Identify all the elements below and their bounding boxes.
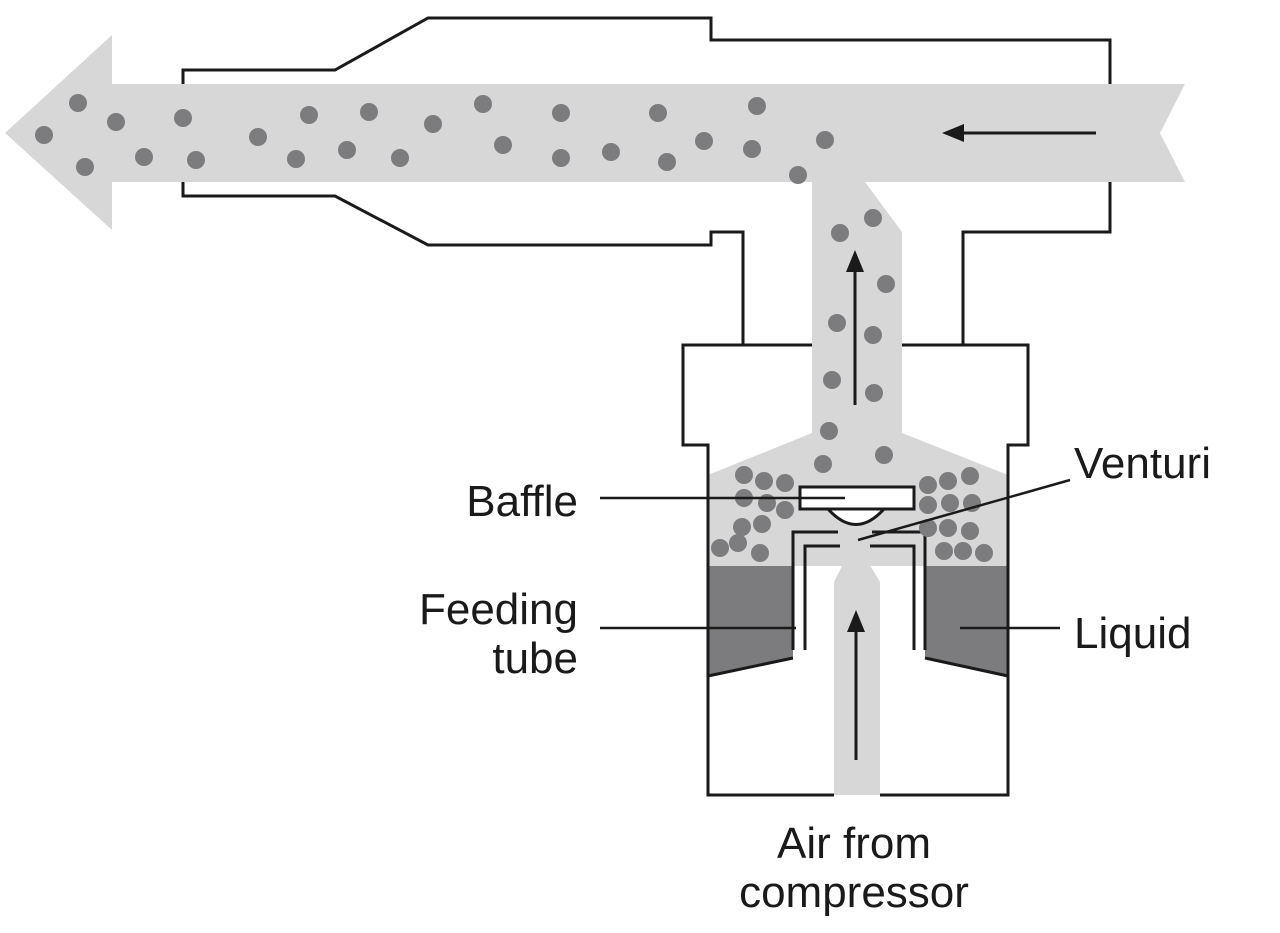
particle [602, 143, 620, 161]
particle [753, 515, 771, 533]
particle [935, 542, 953, 560]
pipe-bottom-outline [181, 182, 745, 345]
particle [939, 472, 957, 490]
air-label-line2: compressor [739, 868, 969, 917]
particle [743, 140, 761, 158]
particle [776, 474, 794, 492]
particle [864, 326, 882, 344]
particle [816, 131, 834, 149]
particle [287, 150, 305, 168]
particle [711, 539, 729, 557]
particle [391, 149, 409, 167]
particle [941, 494, 959, 512]
particle [755, 472, 773, 490]
chamber-right-shoulder [880, 343, 1030, 797]
particle [864, 209, 882, 227]
particle [820, 422, 838, 440]
particle [187, 151, 205, 169]
device-outline [181, 16, 1112, 797]
particle [776, 501, 794, 519]
liquid-bottom-right [924, 656, 1009, 678]
particle [249, 128, 267, 146]
particle [424, 115, 442, 133]
nozzle-inner-right [870, 544, 916, 650]
particle [961, 522, 979, 540]
baffle-dome [824, 507, 888, 526]
aerosol-particles [35, 94, 993, 562]
venturi-leader [857, 478, 1071, 542]
feeding-tube-label-line1: Feeding [419, 585, 578, 634]
particle [789, 166, 807, 184]
particle [35, 126, 53, 144]
particle [338, 141, 356, 159]
particle [814, 455, 832, 473]
particle [831, 224, 849, 242]
particle [877, 275, 895, 293]
particle [735, 466, 753, 484]
particle [300, 106, 318, 124]
feeding-tube-label-line2: tube [492, 634, 578, 683]
air-label-line1: Air from [777, 819, 931, 868]
particle [919, 519, 937, 537]
particle [69, 94, 87, 112]
riser-flow-arrow [846, 250, 864, 405]
particle [695, 132, 713, 150]
venturi-label: Venturi [1074, 439, 1211, 488]
particle [751, 544, 769, 562]
liquid-reservoir [708, 566, 1008, 676]
particle [729, 534, 747, 552]
particle [875, 446, 893, 464]
particle [494, 136, 512, 154]
particle [76, 158, 94, 176]
particle [649, 104, 667, 122]
liquid-left [708, 566, 793, 676]
air-jet-arrow [847, 610, 865, 760]
particle [975, 544, 993, 562]
riser-stream [812, 182, 902, 445]
leader-lines [600, 478, 1071, 630]
feeding-tube-outline [791, 530, 838, 650]
particle [919, 476, 937, 494]
liquid-right [925, 566, 1008, 676]
main-flow-arrow [942, 124, 1096, 142]
particle [823, 371, 841, 389]
baffle [798, 485, 916, 526]
flow-arrows [846, 124, 1096, 760]
liquid-bottom-left [707, 656, 794, 678]
particle [552, 104, 570, 122]
particle [954, 542, 972, 560]
particle [828, 314, 846, 332]
particle [658, 153, 676, 171]
chamber-left-shoulder [681, 343, 834, 797]
particle [174, 109, 192, 127]
pipe-top-outline [181, 16, 1112, 84]
pipe-bottom-right-outline [961, 182, 1112, 345]
particle [552, 149, 570, 167]
particle [919, 496, 937, 514]
liquid-label: Liquid [1074, 609, 1191, 658]
particle [939, 519, 957, 537]
particle [107, 113, 125, 131]
baffle-label: Baffle [466, 477, 578, 526]
nozzle-inner-left [803, 544, 840, 650]
particle [360, 103, 378, 121]
particle [865, 384, 883, 402]
particle [748, 97, 766, 115]
outflow-arrow [5, 35, 1185, 230]
particle [135, 148, 153, 166]
particle [758, 494, 776, 512]
particle [733, 518, 751, 536]
particle [474, 95, 492, 113]
particle [961, 467, 979, 485]
